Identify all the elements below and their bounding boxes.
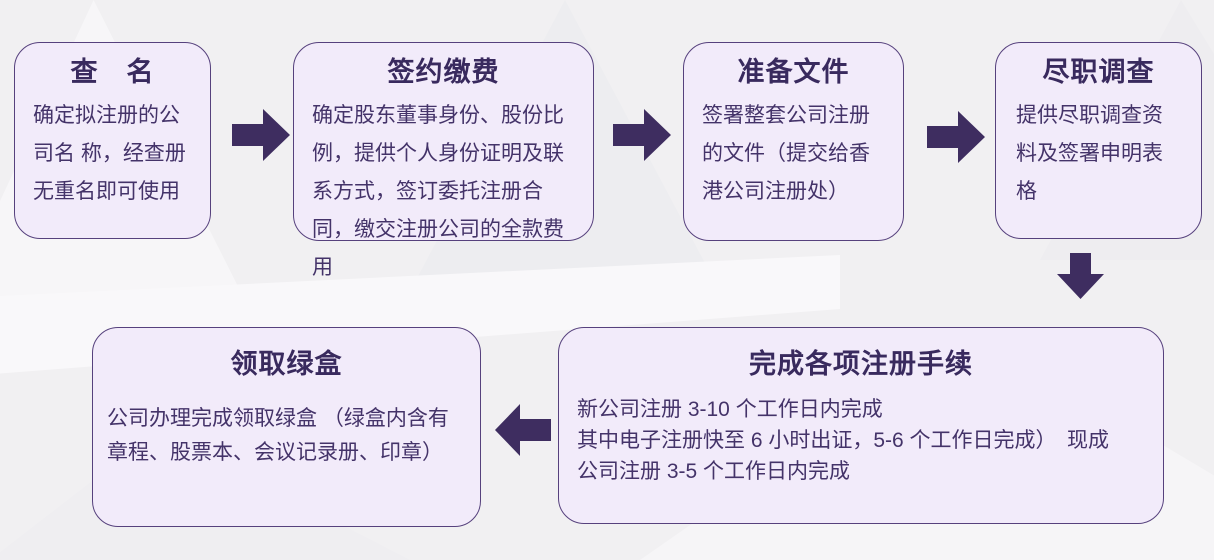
step-body: 公司办理完成领取绿盒 （绿盒内含有章程、股票本、会议记录册、印章） [107,406,449,464]
step-body: 确定股东董事身份、股份比例，提供个人身份证明及联系方式，签订委托注册合同，缴交注… [312,103,564,279]
step-title: 尽职调查 [1042,57,1155,87]
step-body: 确定拟注册的公司名 称，经查册无重名即可使用 [33,103,186,203]
step-body: 提供尽职调查资料及签署申明表格 [1016,103,1163,203]
step-box-prepare-documents: 准备文件 签署整套公司注册的文件（提交给香港公司注册处） [683,42,904,241]
step-body-line: 新公司注册 3-10 个工作日内完成 [577,397,883,421]
step-title: 查 名 [70,57,155,87]
step-box-name-check: 查 名 确定拟注册的公司名 称，经查册无重名即可使用 [14,42,211,239]
step-title: 准备文件 [737,57,850,87]
step-box-sign-pay: 签约缴费 确定股东董事身份、股份比例，提供个人身份证明及联系方式，签订委托注册合… [293,42,594,279]
arrow-right-icon [927,111,985,163]
step-box-receive-green-box: 领取绿盒 公司办理完成领取绿盒 （绿盒内含有章程、股票本、会议记录册、印章） [92,327,481,527]
step-body: 签署整套公司注册的文件（提交给香港公司注册处） [702,103,870,203]
arrow-down-icon [1057,253,1104,299]
arrow-right-icon [232,109,290,161]
step-body-line: 其中电子注册快至 6 小时出证，5-6 个工作日完成） 现成 [577,428,1110,452]
step-title: 完成各项注册手续 [749,349,973,379]
step-title: 领取绿盒 [230,349,343,379]
step-box-complete-registration: 完成各项注册手续 新公司注册 3-10 个工作日内完成 其中电子注册快至 6 小… [558,327,1164,524]
arrow-right-icon [613,109,671,161]
step-body: 新公司注册 3-10 个工作日内完成 其中电子注册快至 6 小时出证，5-6 个… [559,382,1163,487]
step-box-due-diligence: 尽职调查 提供尽职调查资料及签署申明表格 [995,42,1202,239]
step-body-line: 公司注册 3-5 个工作日内完成 [577,459,851,483]
arrow-left-icon [495,404,551,456]
step-title: 签约缴费 [387,57,500,87]
